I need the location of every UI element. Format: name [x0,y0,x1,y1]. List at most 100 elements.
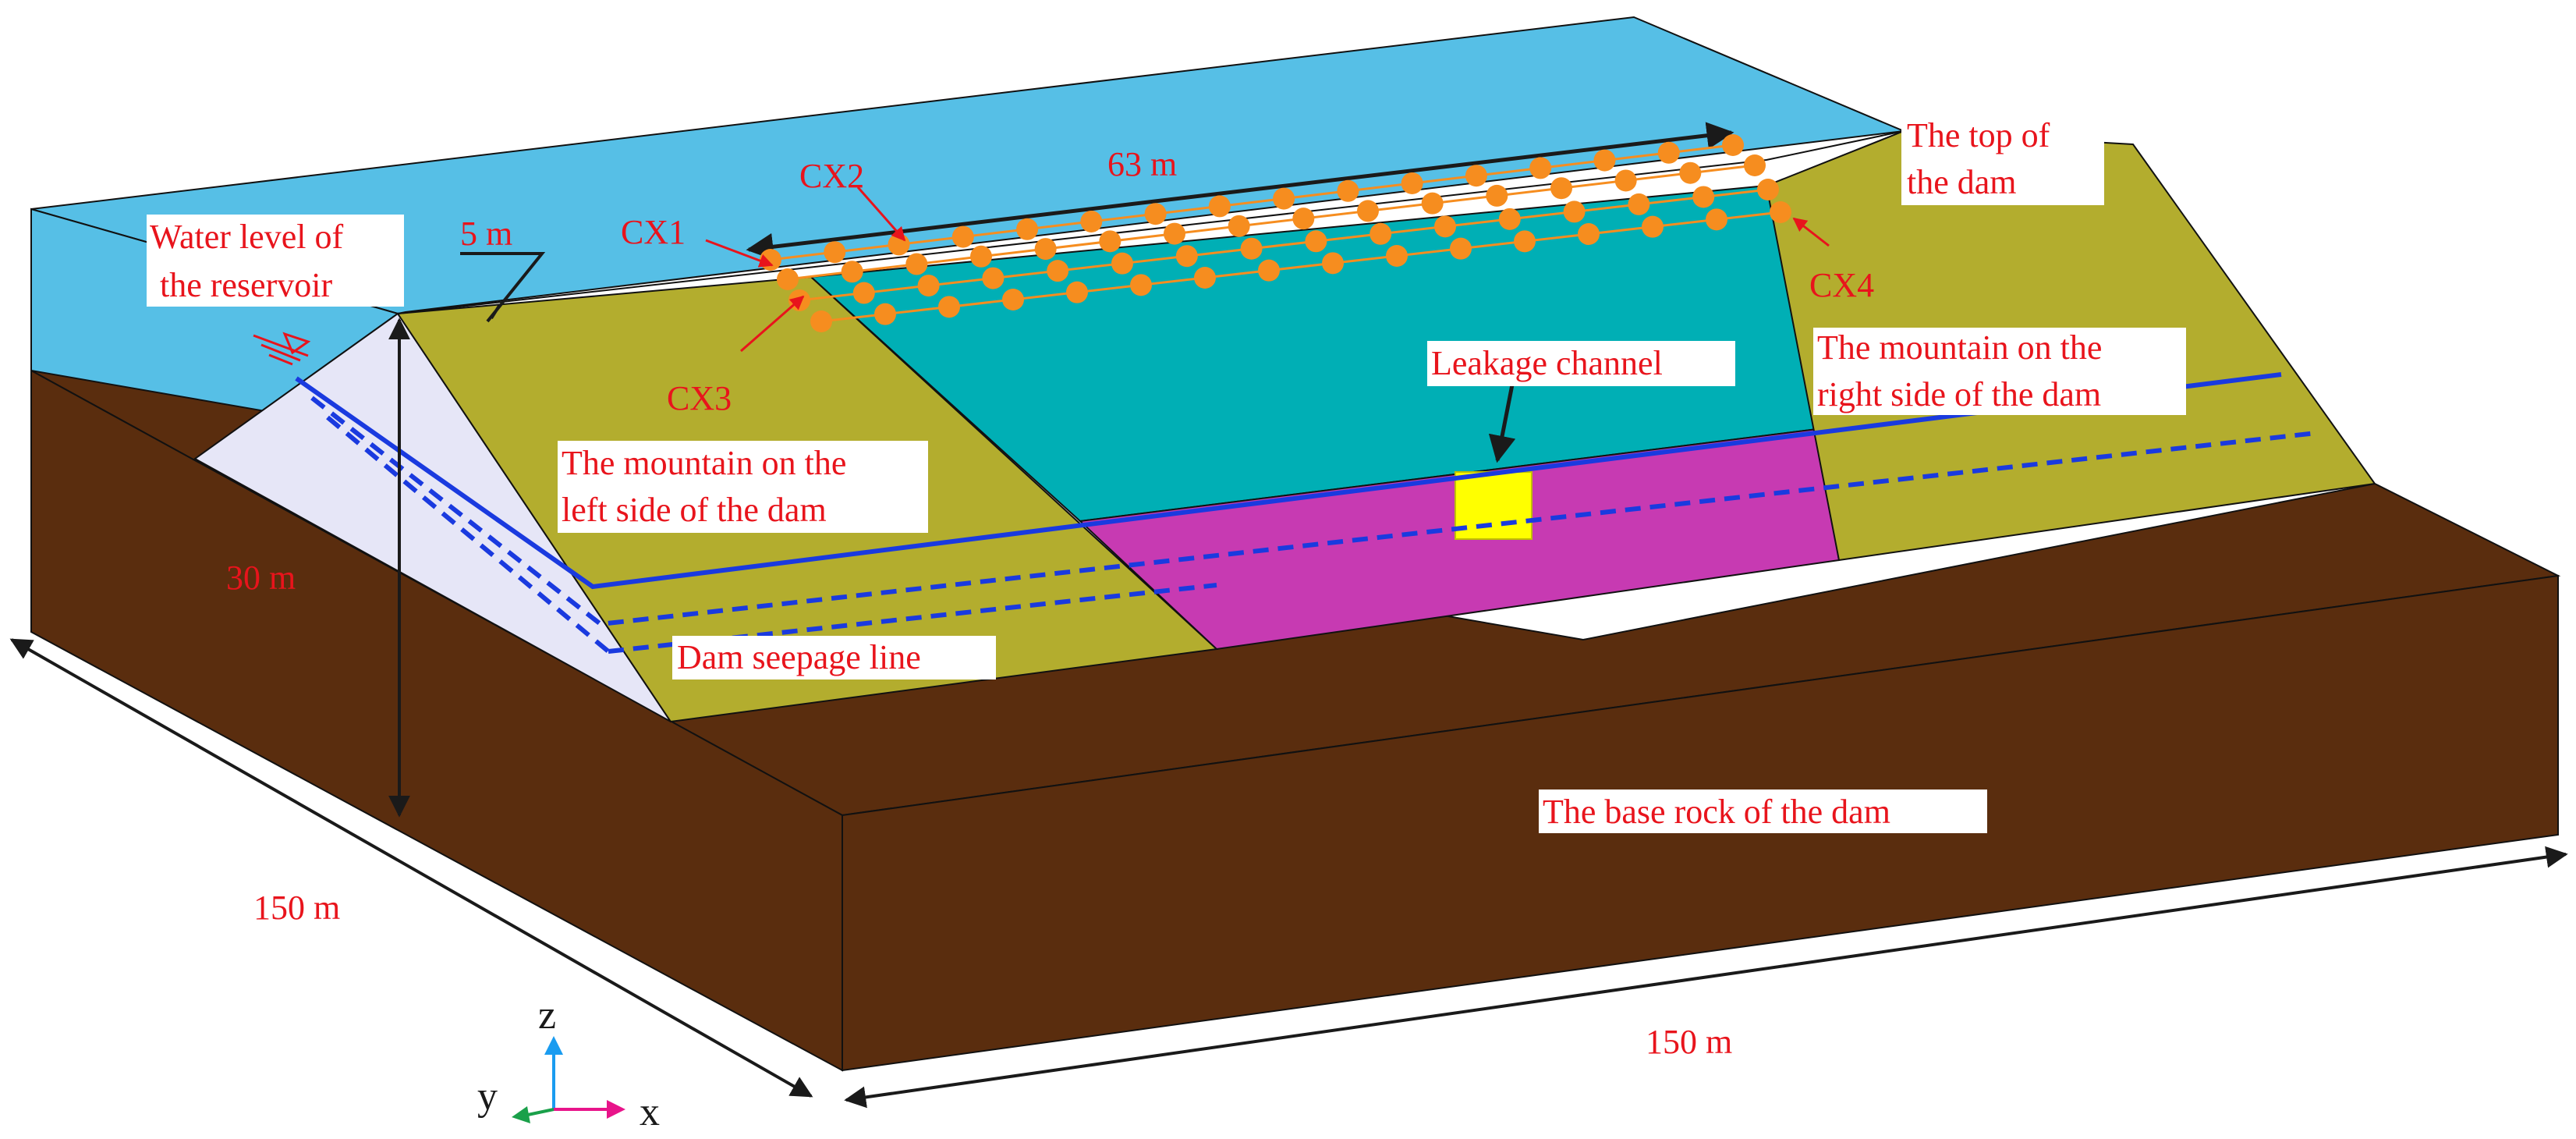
cx2-label: CX2 [799,157,864,195]
cx3-label: CX3 [667,379,732,417]
cx-pointers [705,186,1830,353]
left-mountain-label-1: The mountain on the [562,444,846,482]
electrode-point [1002,289,1024,310]
electrode-point [1706,208,1727,231]
water-level-label-1: Water level of [150,218,343,256]
electrode-point [1066,281,1088,303]
electrode-point [1421,192,1444,215]
electrode-point [1722,134,1744,156]
dimension-5m-leader [460,252,546,323]
electrode-point [1498,208,1521,230]
electrode-point [938,296,960,318]
water-level-label-2: the reservoir [160,266,332,304]
electrode-line-cx3 [799,188,1769,302]
left-mountain-label-2: left side of the dam [562,491,827,529]
right-mountain-label-2: right side of the dam [1817,375,2101,413]
electrode-point [1692,186,1715,208]
electrode-point [810,310,832,332]
electrode-point [1550,177,1572,200]
leakage-pointer [1488,380,1516,463]
electrode-point [1514,230,1536,253]
electrode-point [1563,200,1586,223]
electrode-array [760,134,1791,332]
electrode-point [874,303,896,325]
electrode-point [1194,267,1216,289]
electrode-point [1111,252,1133,275]
leakage-channel-label: Leakage channel [1431,344,1663,382]
electrode-point [1337,179,1359,202]
electrode-point [1657,141,1680,164]
right-mountain-label-1: The mountain on the [1817,328,2102,367]
electrode-point [1486,184,1508,207]
electrode-point [1175,245,1198,268]
electrode-line-cx4 [820,211,1781,323]
base-rock-label: The base rock of the dam [1543,793,1890,831]
dimension-150m-right-line [844,846,2568,1109]
electrode-point [982,267,1005,289]
dimension-63m-label: 63 m [1107,145,1177,183]
electrode-point [852,282,875,304]
electrode-point [1292,208,1315,230]
water-level-marker [253,332,311,366]
electrode-point [951,225,974,248]
electrode-point [888,233,910,256]
axis-y-label: y [477,1074,498,1119]
electrode-point [1322,252,1344,275]
electrode-point [1757,179,1779,200]
electrode-point [1465,165,1487,187]
electrode-point [1099,230,1121,253]
electrode-point [1614,169,1637,192]
electrode-point [1593,149,1616,172]
electrode-point [1016,218,1039,240]
electrode-point [824,241,846,264]
electrode-point [1434,215,1456,238]
electrode-line-cx1 [770,144,1734,261]
seepage-line-label: Dam seepage line [677,638,921,676]
dimension-30m-label: 30 m [226,559,296,597]
electrode-point [1450,237,1472,260]
electrode-point [1034,238,1057,261]
electrode-point [760,249,781,271]
electrode-line-cx2 [787,164,1756,281]
dimension-150m-right-label: 150 m [1646,1023,1732,1061]
electrode-point [1401,172,1423,194]
electrode-point [1357,200,1379,222]
electrode-point [1628,193,1650,215]
dimension-150m-left-label: 150 m [253,889,340,927]
electrode-point [1208,195,1231,218]
electrode-point [1305,230,1327,253]
dimension-63m-line [746,122,1734,261]
dimension-5m-label: 5 m [460,215,512,253]
electrode-point [1258,259,1280,282]
electrode-point [1080,211,1103,232]
electrode-point [1578,223,1600,245]
electrode-point [1770,201,1791,223]
axis-x-label: x [640,1090,660,1134]
electrode-point [841,261,863,283]
electrode-point [1529,157,1552,179]
electrode-point [1369,222,1392,245]
cx4-label: CX4 [1809,266,1874,304]
dam-top-label-1: The top of [1907,116,2050,154]
electrode-point [1047,260,1069,282]
electrode-point [1744,154,1766,176]
electrode-point [1164,222,1185,245]
electrode-point [777,268,799,290]
electrode-point [1240,237,1263,260]
electrode-point [905,253,928,275]
electrode-point [1144,203,1167,225]
cx1-label: CX1 [621,213,686,251]
electrode-point [1642,215,1664,238]
electrode-point [1130,274,1152,296]
labels: Water level of the reservoir 5 m 30 m 63… [147,113,2186,1061]
electrode-point [917,275,940,297]
electrode-point [1386,245,1408,267]
electrode-point [1228,215,1250,237]
electrode-point [970,245,992,268]
axis-indicator: z y x [477,993,660,1134]
dam-top-label-2: the dam [1907,163,2017,201]
electrode-point [1273,187,1295,210]
axis-z-label: z [538,993,556,1038]
electrode-point [1679,161,1702,184]
